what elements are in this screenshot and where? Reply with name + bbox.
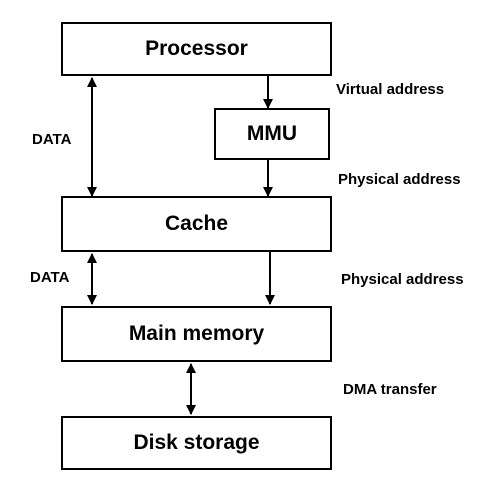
cache-box: Cache	[61, 196, 332, 252]
data-label-bottom: DATA	[30, 269, 70, 286]
disk-storage-box: Disk storage	[61, 416, 332, 470]
virtual-address-label: Virtual address	[336, 81, 445, 98]
physical-address-label-1: Physical address	[338, 171, 461, 188]
main-memory-box: Main memory	[61, 306, 332, 362]
dma-transfer-label: DMA transfer	[343, 381, 437, 398]
data-label-top: DATA	[32, 131, 72, 148]
physical-address-label-2: Physical address	[341, 271, 464, 288]
mmu-box: MMU	[214, 108, 330, 160]
processor-box: Processor	[61, 22, 332, 76]
